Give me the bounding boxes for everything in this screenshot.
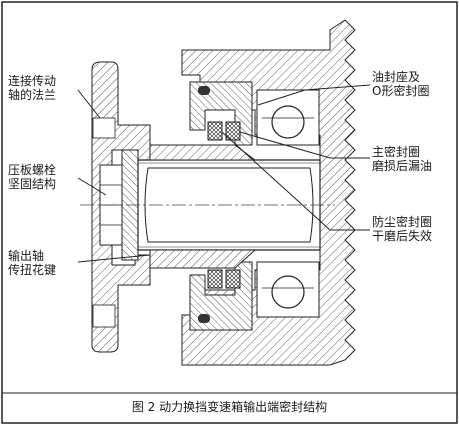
label-main-seal-line2: 磨损后漏油 bbox=[372, 159, 433, 173]
label-oil-seal-seat-line2: O形密封圈 bbox=[372, 84, 430, 98]
label-dust-seal: 防尘密封圈 干磨后失效 bbox=[372, 215, 432, 243]
label-press-bolt-line1: 压板螺栓 bbox=[8, 163, 57, 177]
label-dust-seal-line2: 干磨后失效 bbox=[372, 229, 433, 243]
label-oil-seal-seat: 油封座及 O形密封圈 bbox=[372, 70, 429, 98]
output-shaft bbox=[137, 144, 321, 269]
label-spline: 输出轴 传扭花键 bbox=[8, 249, 56, 277]
label-flange-line1: 连接传动 bbox=[8, 74, 57, 88]
label-press-bolt: 压板螺栓 坚固结构 bbox=[8, 163, 56, 191]
bearing bbox=[256, 89, 320, 318]
seal-rings bbox=[207, 121, 241, 289]
figure-caption: 图 2 动力换挡变速箱输出端密封结构 bbox=[131, 400, 328, 414]
label-main-seal: 主密封圈 磨损后漏油 bbox=[372, 145, 432, 173]
drive-flange bbox=[91, 61, 151, 353]
label-spline-line1: 输出轴 bbox=[8, 249, 45, 263]
label-dust-seal-line1: 防尘密封圈 bbox=[372, 215, 433, 229]
label-oil-seal-seat-line1: 油封座及 bbox=[372, 70, 421, 84]
label-flange-line2: 轴的法兰 bbox=[8, 88, 57, 102]
label-main-seal-line1: 主密封圈 bbox=[372, 145, 421, 159]
label-press-bolt-line2: 坚固结构 bbox=[8, 177, 57, 191]
leader-lines bbox=[77, 84, 371, 263]
label-flange: 连接传动 轴的法兰 bbox=[8, 74, 56, 102]
label-spline-line2: 传扭花键 bbox=[8, 263, 57, 277]
